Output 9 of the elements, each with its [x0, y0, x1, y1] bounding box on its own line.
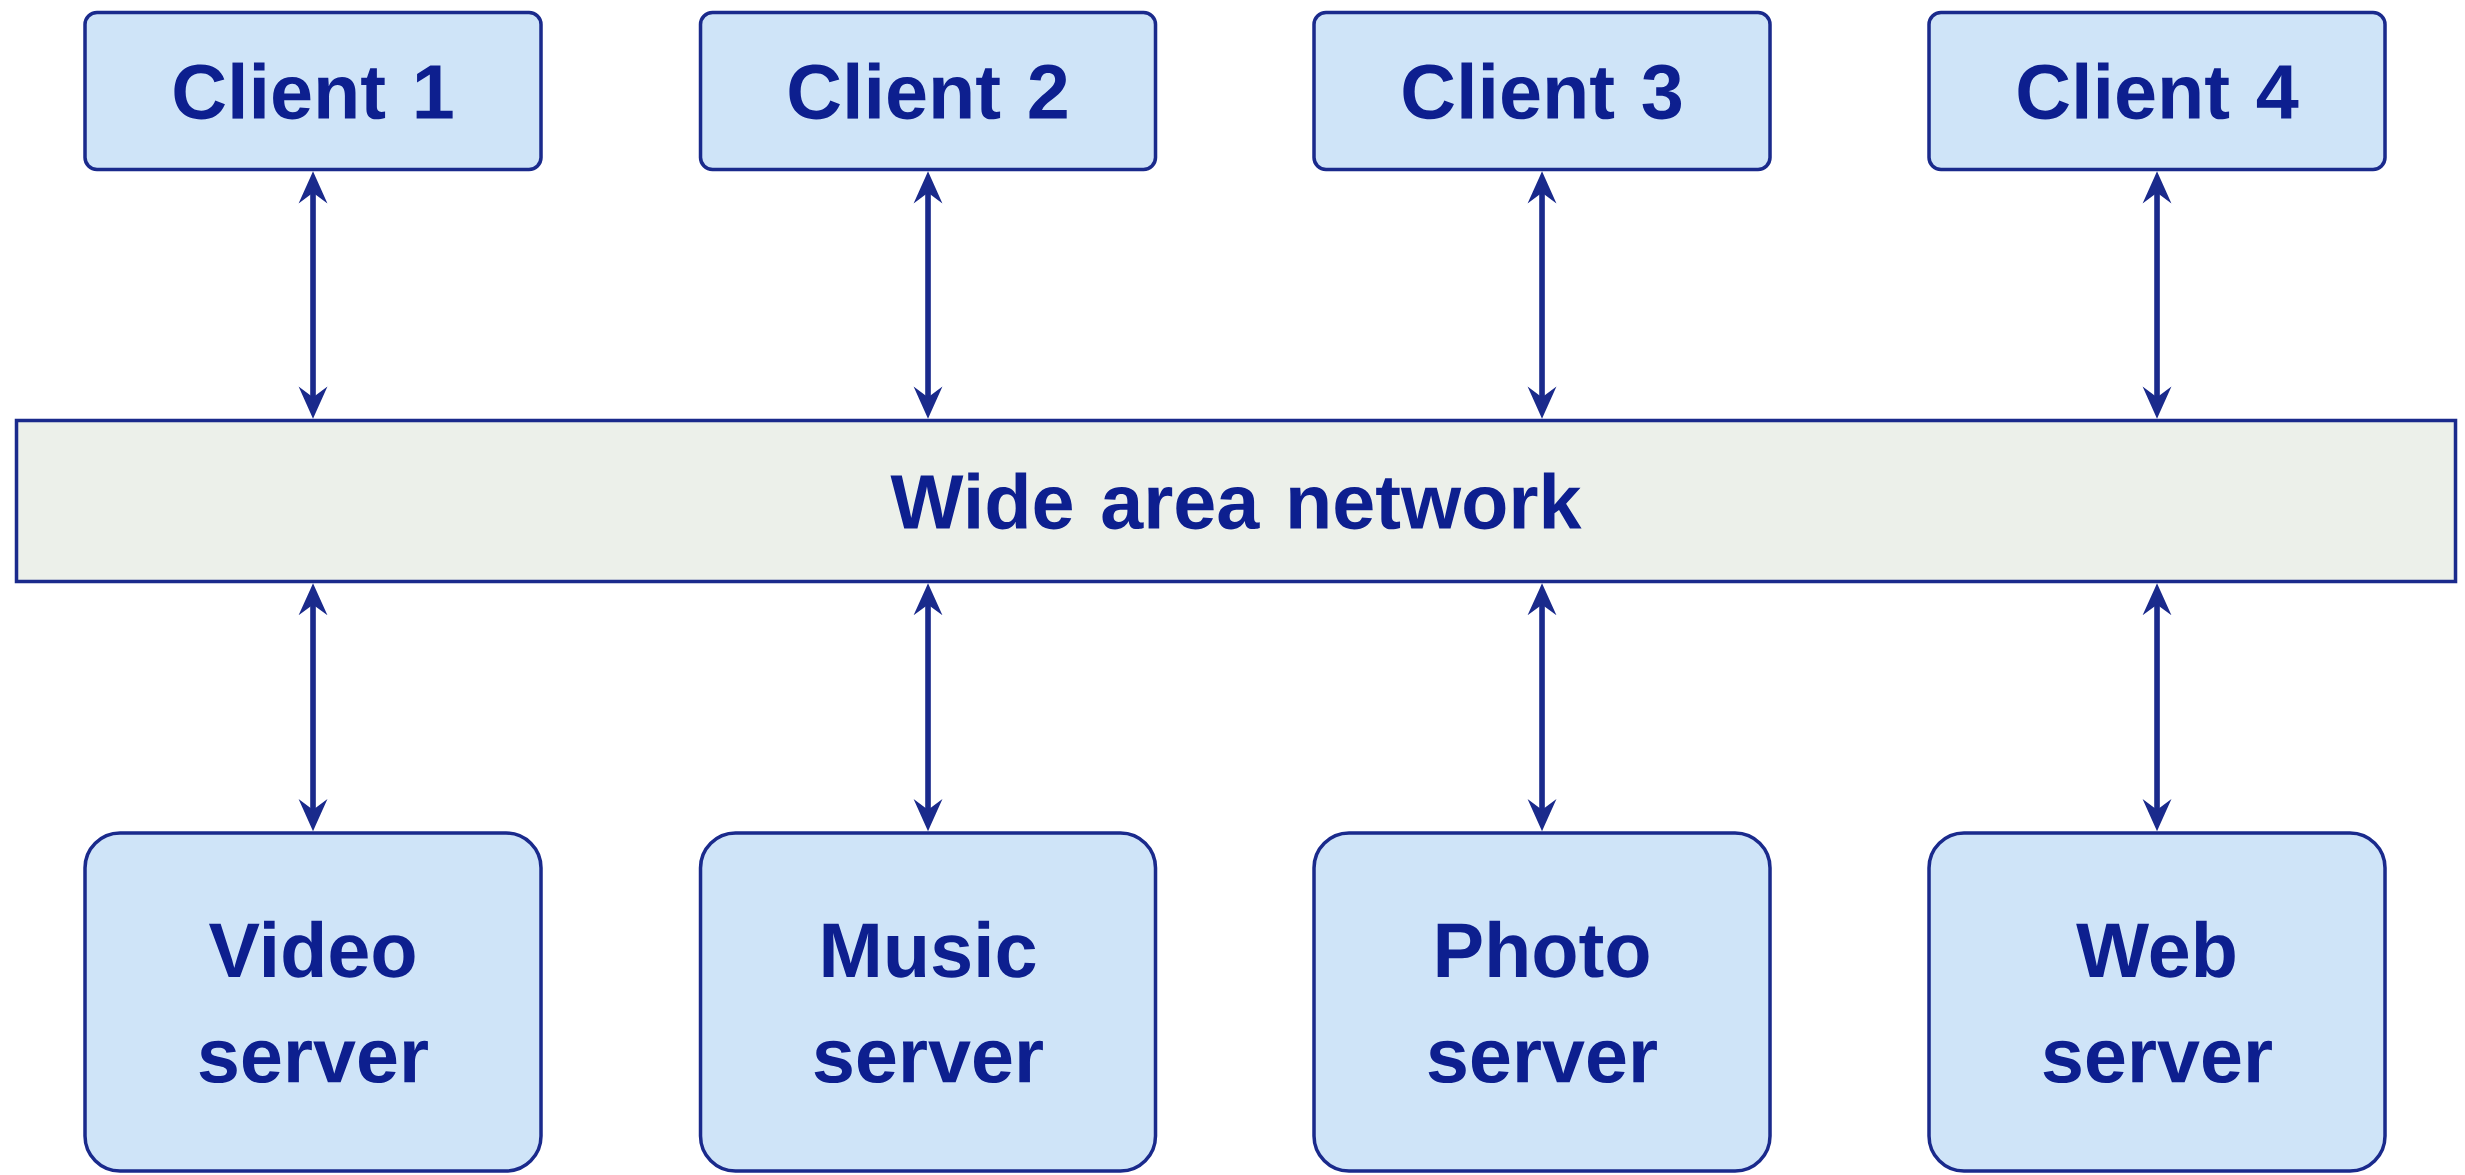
server-box: Video server	[83, 831, 543, 1173]
server-box: Music server	[698, 831, 1158, 1173]
network-band: Wide area network	[14, 418, 2458, 584]
client-box: Client 1	[83, 10, 543, 172]
client-box: Client 3	[1312, 10, 1772, 172]
server-box: Photo server	[1312, 831, 1772, 1173]
client-box: Client 4	[1927, 10, 2387, 172]
client-box: Client 2	[698, 10, 1158, 172]
server-box: Web server	[1927, 831, 2387, 1173]
